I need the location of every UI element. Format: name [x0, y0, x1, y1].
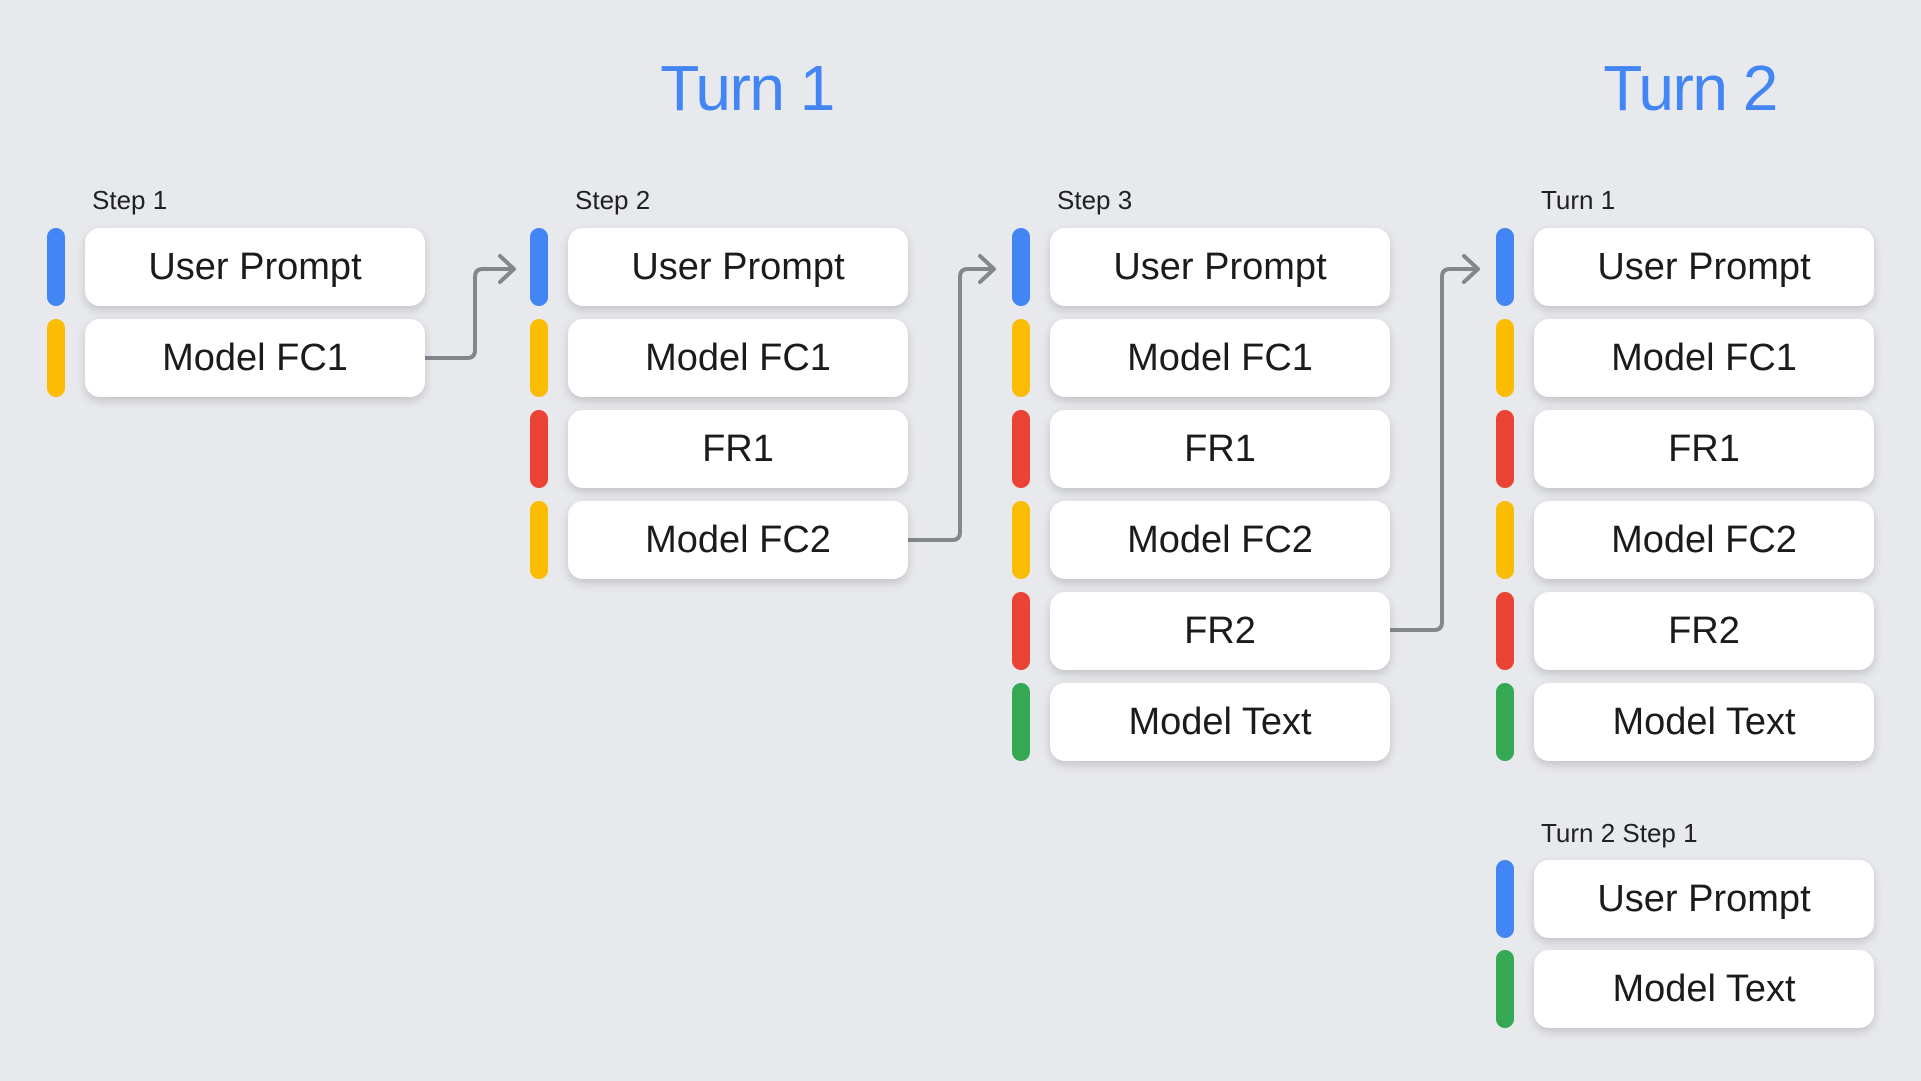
turn-1-heading: Turn 1: [660, 52, 835, 124]
card-row: User Prompt: [530, 228, 908, 306]
function-response-card: FR1: [1534, 410, 1874, 488]
card-label: Model FC1: [645, 336, 831, 379]
card-label: FR1: [1668, 427, 1740, 470]
card-label: User Prompt: [1113, 245, 1327, 288]
model-fc-card: Model FC2: [1050, 501, 1390, 579]
arrow-step2-to-step3-head: [978, 254, 996, 284]
card-label: Model Text: [1612, 967, 1796, 1010]
card-row: Model FC1: [47, 319, 425, 397]
function-response-card: FR1: [568, 410, 908, 488]
turn-2-heading: Turn 2: [1603, 52, 1778, 124]
card-row: Model FC1: [1496, 319, 1874, 397]
card-label: User Prompt: [1597, 245, 1811, 288]
card-row: FR1: [1012, 410, 1390, 488]
model-fc-card: Model FC2: [1534, 501, 1874, 579]
card-row: User Prompt: [47, 228, 425, 306]
column-turn-2-step-1: Turn 2 Step 1 User Prompt Model Text: [1496, 0, 1874, 1081]
user-prompt-card: User Prompt: [1534, 860, 1874, 938]
card-row: User Prompt: [1496, 860, 1874, 938]
card-label: FR2: [1668, 609, 1740, 652]
card-label: User Prompt: [631, 245, 845, 288]
model-fc-bar: [1012, 501, 1030, 579]
function-response-bar: [1012, 410, 1030, 488]
user-prompt-card: User Prompt: [1050, 228, 1390, 306]
card-row: User Prompt: [1012, 228, 1390, 306]
model-text-bar: [1012, 683, 1030, 761]
function-response-bar: [1496, 592, 1514, 670]
user-prompt-bar: [1496, 228, 1514, 306]
card-row: Model FC2: [530, 501, 908, 579]
arrow-step2-to-step3: [906, 267, 995, 542]
card-row: FR2: [1496, 592, 1874, 670]
card-label: User Prompt: [148, 245, 362, 288]
model-fc-bar: [530, 501, 548, 579]
card-row: Model Text: [1012, 683, 1390, 761]
card-row: Model Text: [1496, 683, 1874, 761]
model-fc-bar: [530, 319, 548, 397]
card-row: FR2: [1012, 592, 1390, 670]
column-step-2: Step 2 User Prompt Model FC1 FR1 Model F…: [530, 0, 908, 1081]
model-fc-bar: [1012, 319, 1030, 397]
card-label: Model FC2: [645, 518, 831, 561]
function-response-card: FR2: [1534, 592, 1874, 670]
model-text-bar: [1496, 950, 1514, 1028]
card-label: Model FC2: [1611, 518, 1797, 561]
card-label: Model Text: [1128, 700, 1312, 743]
card-row: FR1: [1496, 410, 1874, 488]
model-fc-bar: [1496, 319, 1514, 397]
arrow-step1-to-step2: [423, 267, 515, 360]
card-row: Model FC1: [1012, 319, 1390, 397]
column-turn-1-history: Turn 1 User Prompt Model FC1 FR1 Model F…: [1496, 0, 1874, 1081]
user-prompt-card: User Prompt: [85, 228, 425, 306]
function-response-bar: [1496, 410, 1514, 488]
function-response-bar: [530, 410, 548, 488]
card-label: Model FC1: [1611, 336, 1797, 379]
model-fc-card: Model FC1: [85, 319, 425, 397]
model-text-card: Model Text: [1534, 683, 1874, 761]
model-fc-bar: [1496, 501, 1514, 579]
card-label: Model FC1: [1127, 336, 1313, 379]
user-prompt-bar: [47, 228, 65, 306]
user-prompt-bar: [530, 228, 548, 306]
column-label: Step 1: [92, 185, 168, 215]
arrow-step3-to-turn1-head: [1462, 254, 1480, 284]
card-row: FR1: [530, 410, 908, 488]
function-response-bar: [1012, 592, 1030, 670]
card-label: FR2: [1184, 609, 1256, 652]
user-prompt-bar: [1012, 228, 1030, 306]
model-fc-card: Model FC1: [1534, 319, 1874, 397]
model-fc-bar: [47, 319, 65, 397]
card-label: Model Text: [1612, 700, 1796, 743]
column-step-1: Step 1 User Prompt Model FC1: [47, 0, 425, 1081]
arrow-step3-to-turn1: [1388, 267, 1479, 632]
arrow-step1-to-step2-head: [498, 254, 516, 284]
card-label: Model FC1: [162, 336, 348, 379]
model-text-card: Model Text: [1050, 683, 1390, 761]
column-label: Step 2: [575, 185, 651, 215]
card-row: User Prompt: [1496, 228, 1874, 306]
model-fc-card: Model FC2: [568, 501, 908, 579]
card-row: Model FC2: [1496, 501, 1874, 579]
card-row: Model FC1: [530, 319, 908, 397]
function-response-card: FR1: [1050, 410, 1390, 488]
user-prompt-card: User Prompt: [568, 228, 908, 306]
card-label: FR1: [702, 427, 774, 470]
column-label: Turn 1: [1541, 185, 1616, 215]
card-row: Model Text: [1496, 950, 1874, 1028]
user-prompt-card: User Prompt: [1534, 228, 1874, 306]
card-row: Model FC2: [1012, 501, 1390, 579]
model-text-bar: [1496, 683, 1514, 761]
card-label: User Prompt: [1597, 877, 1811, 920]
user-prompt-bar: [1496, 860, 1514, 938]
model-fc-card: Model FC1: [1050, 319, 1390, 397]
column-label: Turn 2 Step 1: [1541, 818, 1698, 848]
column-label: Step 3: [1057, 185, 1133, 215]
column-step-3: Step 3 User Prompt Model FC1 FR1 Model F…: [1012, 0, 1390, 1081]
card-label: FR1: [1184, 427, 1256, 470]
card-label: Model FC2: [1127, 518, 1313, 561]
model-fc-card: Model FC1: [568, 319, 908, 397]
function-response-card: FR2: [1050, 592, 1390, 670]
model-text-card: Model Text: [1534, 950, 1874, 1028]
